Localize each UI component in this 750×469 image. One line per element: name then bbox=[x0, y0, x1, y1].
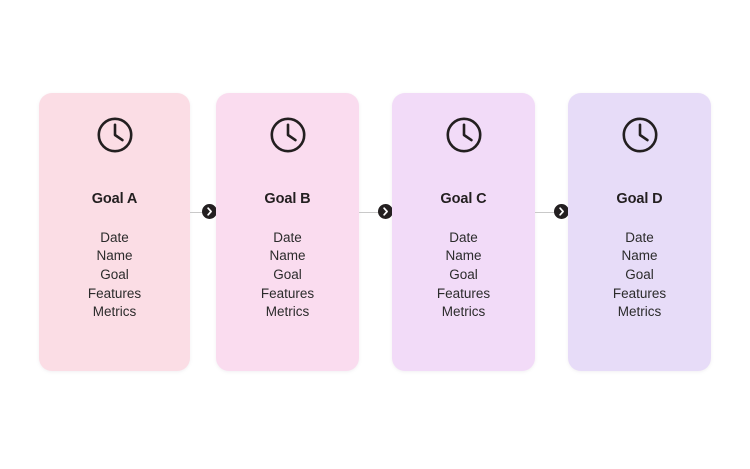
list-item: Features bbox=[612, 285, 667, 301]
goal-card-title: Goal D bbox=[616, 191, 663, 207]
clock-icon bbox=[268, 115, 308, 155]
goal-card-c[interactable]: Goal C Date Name Goal Features Metrics bbox=[392, 93, 535, 371]
clock-icon bbox=[444, 115, 484, 155]
goal-card-d[interactable]: Goal D Date Name Goal Features Metrics bbox=[568, 93, 711, 371]
list-item: Metrics bbox=[617, 304, 662, 320]
chevron-right-icon[interactable] bbox=[378, 204, 393, 219]
list-item: Goal bbox=[273, 266, 302, 282]
list-item: Name bbox=[445, 248, 482, 264]
goal-card-title: Goal B bbox=[264, 191, 311, 207]
list-item: Date bbox=[625, 229, 654, 245]
goal-card-b[interactable]: Goal B Date Name Goal Features Metrics bbox=[216, 93, 359, 371]
connector-b-c bbox=[359, 204, 393, 219]
list-item: Goal bbox=[100, 266, 129, 282]
goal-card-list: Date Name Goal Features Metrics bbox=[437, 229, 490, 323]
goal-card-a[interactable]: Goal A Date Name Goal Features Metrics bbox=[39, 93, 190, 371]
chevron-right-icon[interactable] bbox=[202, 204, 217, 219]
clock-icon bbox=[95, 115, 135, 155]
list-item: Metrics bbox=[265, 304, 310, 320]
list-item: Features bbox=[436, 285, 491, 301]
list-item: Date bbox=[100, 229, 129, 245]
connector-c-d bbox=[535, 204, 569, 219]
list-item: Name bbox=[621, 248, 658, 264]
connector-line bbox=[535, 211, 568, 213]
connector-line bbox=[359, 211, 392, 213]
list-item: Name bbox=[269, 248, 306, 264]
chevron-right-icon[interactable] bbox=[554, 204, 569, 219]
goal-card-list: Date Name Goal Features Metrics bbox=[613, 229, 666, 323]
list-item: Metrics bbox=[441, 304, 486, 320]
connector-a-b bbox=[190, 204, 217, 219]
list-item: Features bbox=[260, 285, 315, 301]
list-item: Metrics bbox=[92, 304, 137, 320]
list-item: Goal bbox=[449, 266, 478, 282]
list-item: Name bbox=[96, 248, 133, 264]
list-item: Date bbox=[273, 229, 302, 245]
list-item: Date bbox=[449, 229, 478, 245]
list-item: Features bbox=[87, 285, 142, 301]
goal-card-title: Goal C bbox=[440, 191, 487, 207]
goal-card-title: Goal A bbox=[91, 191, 138, 207]
goal-card-list: Date Name Goal Features Metrics bbox=[88, 229, 141, 323]
list-item: Goal bbox=[625, 266, 654, 282]
clock-icon bbox=[620, 115, 660, 155]
goal-card-list: Date Name Goal Features Metrics bbox=[261, 229, 314, 323]
